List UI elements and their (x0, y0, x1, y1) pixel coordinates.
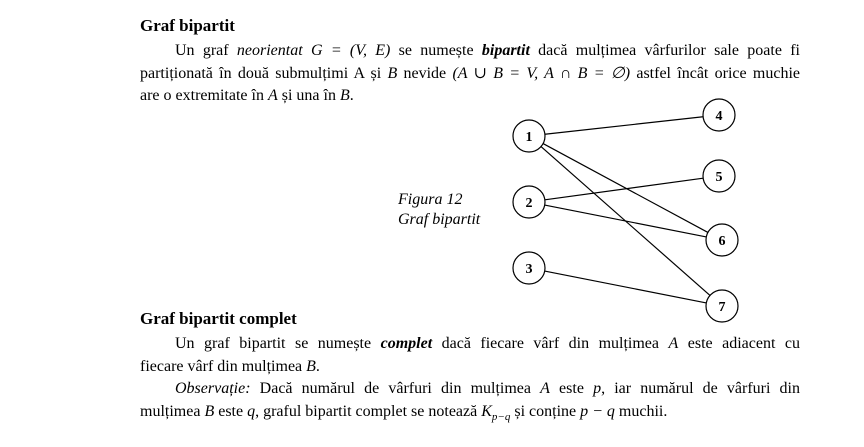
paragraph-definition: Un graf neorientat G = (V, E) se numește… (140, 40, 800, 108)
node-circle (512, 185, 546, 219)
edge-2-5 (544, 177, 704, 201)
node-circle (702, 98, 736, 132)
edge-1-4 (544, 116, 704, 135)
node-label: 5 (716, 170, 723, 185)
node-label: 4 (716, 109, 723, 124)
node-label: 2 (526, 196, 533, 211)
node-circle (702, 159, 736, 193)
edge-3-7 (544, 270, 707, 304)
edge-1-6 (542, 143, 709, 233)
node-5: 5 (702, 159, 736, 193)
bipartite-graph: 1 2 3 4 5 6 7 (512, 98, 739, 323)
node-circle (512, 119, 546, 153)
node-label: 1 (526, 130, 533, 145)
node-7: 7 (705, 289, 739, 323)
text-line: are o extremitate în A și una în B. (140, 87, 354, 104)
section-heading-complete-bipartite: Graf bipartit complet (140, 309, 297, 328)
text-line: mulțimea B este q, graful bipartit compl… (140, 402, 668, 423)
node-1: 1 (512, 119, 546, 153)
node-circle (705, 289, 739, 323)
node-circle (512, 251, 546, 285)
node-2: 2 (512, 185, 546, 219)
text-line: fiecare vârf din mulțimea B. (140, 357, 320, 375)
text-line: Un graf bipartit se numește complet dacă… (175, 335, 801, 352)
node-4: 4 (702, 98, 736, 132)
paragraph-complete-definition: Un graf bipartit se numește complet dacă… (140, 333, 800, 428)
figure-number: Figura 12 (398, 191, 463, 208)
section-heading-bipartite: Graf bipartit (140, 16, 235, 35)
figure-caption: Figura 12 Graf bipartit (398, 190, 480, 230)
figure-title: Graf bipartit (398, 211, 481, 228)
node-label: 3 (526, 262, 533, 277)
text-line: Un graf neorientat G = (V, E) se numește… (175, 42, 800, 59)
node-3: 3 (512, 251, 546, 285)
node-6: 6 (705, 223, 739, 257)
node-label: 7 (719, 300, 726, 315)
edge-2-6 (544, 204, 707, 238)
node-label: 6 (719, 234, 726, 249)
node-circle (705, 223, 739, 257)
text-line: Observație: Dacă numărul de vârfuri din … (175, 380, 800, 397)
text-line: partiționată în două submulțimi A și B n… (140, 64, 801, 82)
